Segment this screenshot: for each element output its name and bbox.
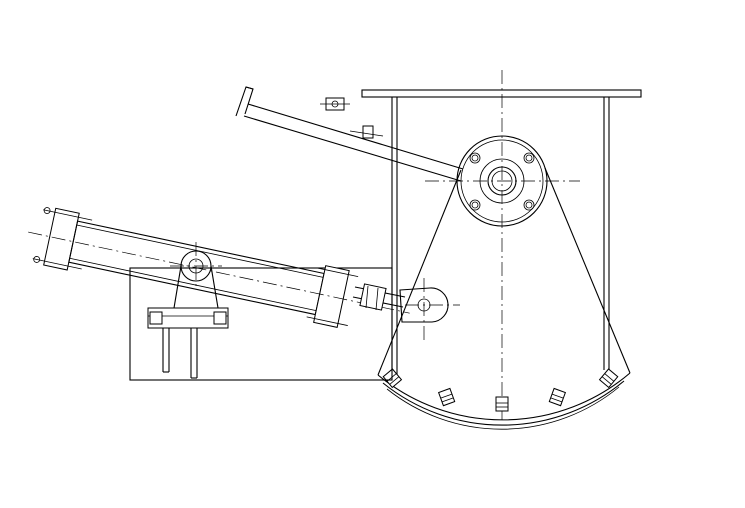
rod-clevis xyxy=(399,278,460,340)
top-flange xyxy=(361,89,642,98)
cylinder-trunnion-mount xyxy=(147,242,229,379)
inclined-bracket-arm xyxy=(235,86,464,182)
chute-body xyxy=(391,97,610,380)
mounting-frame xyxy=(129,267,393,381)
gate-bolts xyxy=(382,368,619,412)
discharge-gate-sector xyxy=(377,167,631,430)
pneumatic-cylinder xyxy=(28,207,410,328)
pivot-shaft-bearing xyxy=(425,135,580,227)
